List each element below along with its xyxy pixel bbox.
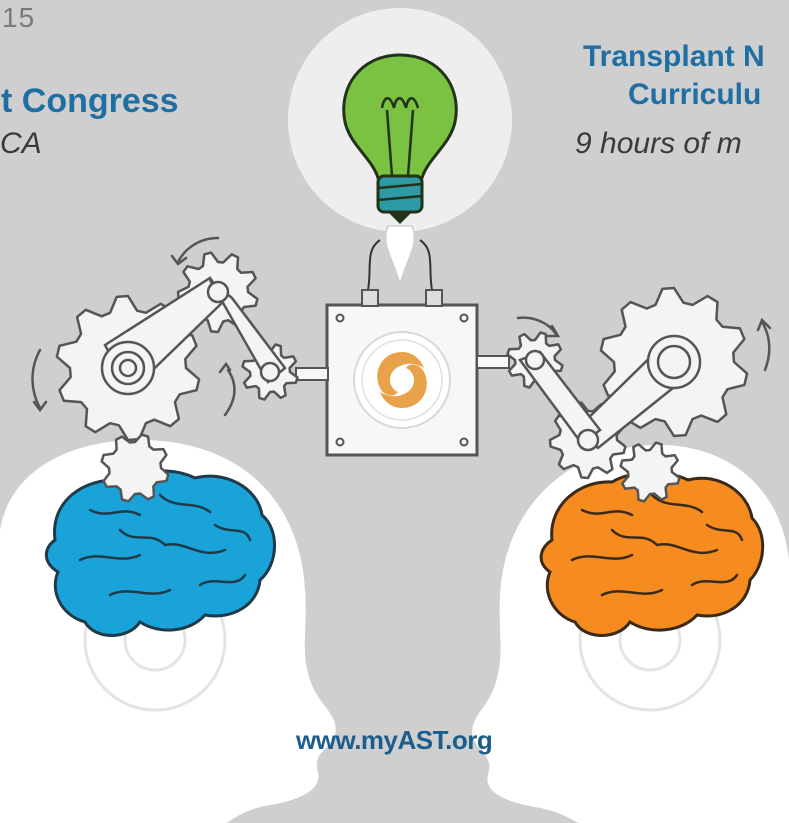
course-title-line1: Transplant N [583, 40, 765, 73]
rotation-arrow-icon [31, 236, 772, 417]
gear-icon [619, 441, 681, 503]
congress-title: t Congress [1, 82, 179, 120]
location-text: CA [0, 127, 42, 160]
year-fragment: 15 [2, 2, 36, 33]
left-linkage [100, 276, 287, 396]
light-bulb-icon [342, 53, 458, 291]
gear-icon [100, 433, 170, 503]
right-linkage [518, 334, 702, 452]
ast-logo-icon [353, 331, 451, 429]
course-title-line2: Curriculu [628, 78, 762, 111]
right-brain-icon [539, 471, 765, 637]
website-link[interactable]: www.myAST.org [296, 725, 493, 755]
course-subtitle: 9 hours of m [575, 127, 742, 160]
left-brain-icon [44, 469, 276, 637]
